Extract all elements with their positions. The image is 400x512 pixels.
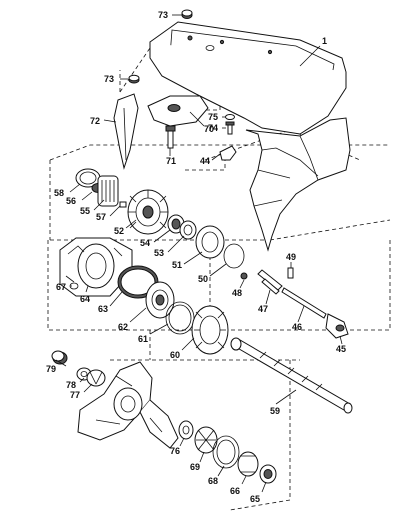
forward-gear-group: [75, 168, 245, 269]
callout-51: 51: [172, 260, 182, 270]
callout-49: 49: [286, 252, 296, 262]
callout-72: 72: [90, 116, 100, 126]
callout-66: 66: [230, 486, 240, 496]
propeller: [77, 361, 179, 449]
callout-59: 59: [270, 406, 280, 416]
callout-68: 68: [208, 476, 218, 486]
callout-69: 69: [190, 462, 200, 472]
callout-79: 79: [46, 364, 56, 374]
callout-54: 54: [140, 238, 150, 248]
callout-53: 53: [154, 248, 164, 258]
gear-housing: [149, 21, 351, 252]
callout-70: 70: [204, 124, 214, 134]
callout-73-top: 73: [158, 10, 168, 20]
callout-64: 64: [80, 294, 90, 304]
callout-77: 77: [70, 390, 80, 400]
callout-labels: 73 1 73 72 70 75 74 71 44 58 56 55 57 52…: [46, 10, 346, 504]
callout-1: 1: [322, 36, 327, 46]
bearing-carrier-group: [59, 237, 229, 355]
callout-76: 76: [170, 446, 180, 456]
callout-47: 47: [258, 304, 268, 314]
callout-60: 60: [170, 350, 180, 360]
callout-63: 63: [98, 304, 108, 314]
lower-shaft-parts: [178, 420, 277, 484]
callout-44: 44: [200, 156, 210, 166]
callout-55: 55: [80, 206, 90, 216]
callout-78: 78: [66, 380, 76, 390]
callout-57: 57: [96, 212, 106, 222]
shift-shaft-group: [240, 267, 349, 339]
callout-48: 48: [232, 288, 242, 298]
prop-hardware: [51, 350, 106, 387]
top-parts: [113, 9, 237, 170]
callout-74: 74: [208, 123, 218, 133]
callout-73-mid: 73: [104, 74, 114, 84]
callout-52: 52: [114, 226, 124, 236]
propeller-shaft: [230, 337, 353, 414]
callout-61: 61: [138, 334, 148, 344]
leader-lines: [55, 14, 343, 493]
callout-62: 62: [118, 322, 128, 332]
callout-45: 45: [336, 344, 346, 354]
callout-65: 65: [250, 494, 260, 504]
callout-46: 46: [292, 322, 302, 332]
callout-75: 75: [208, 112, 218, 122]
callout-50: 50: [198, 274, 208, 284]
callout-71: 71: [166, 156, 176, 166]
callout-58: 58: [54, 188, 64, 198]
callout-56: 56: [66, 196, 76, 206]
callout-67: 67: [56, 282, 66, 292]
